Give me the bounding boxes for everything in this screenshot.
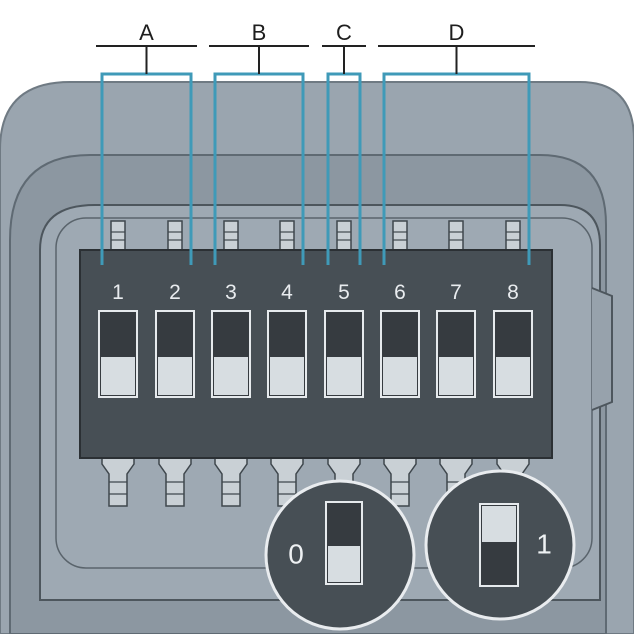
group-labels: A B C D [96, 20, 535, 47]
legend-on: 1 [424, 469, 576, 621]
top-pins [110, 220, 521, 252]
group-bracket [382, 47, 531, 265]
group-label: D [449, 20, 465, 45]
switch-number: 5 [338, 281, 350, 304]
switch-number: 4 [281, 281, 293, 304]
switch-number: 3 [225, 281, 237, 304]
dip-switch[interactable]: 6 [380, 281, 420, 398]
switch-number: 2 [169, 281, 181, 304]
switch-block [79, 249, 553, 459]
top-pin [505, 220, 521, 252]
group-bracket [213, 47, 305, 265]
switch-knob [496, 357, 530, 395]
switch-knob [101, 357, 135, 395]
dip-switch[interactable]: 8 [493, 281, 533, 398]
top-pin [167, 220, 183, 252]
group-bracket [326, 47, 362, 265]
legend-on-label: 1 [536, 528, 552, 559]
group-label-block: B [209, 20, 309, 47]
switch-knob [327, 357, 361, 395]
dip-switch[interactable]: 2 [155, 281, 195, 398]
switch-number: 8 [507, 281, 519, 304]
switch-knob [439, 357, 473, 395]
group-bracket [100, 47, 193, 265]
side-latch [591, 287, 613, 411]
group-label-block: D [378, 20, 535, 47]
top-pin [392, 220, 408, 252]
switch-knob [383, 357, 417, 395]
dip-switch[interactable]: 3 [211, 281, 251, 398]
bottom-pin [383, 457, 417, 507]
top-pin [336, 220, 352, 252]
switch-number: 1 [112, 281, 124, 304]
bottom-pin [101, 457, 135, 507]
dip-switch[interactable]: 7 [436, 281, 476, 398]
group-label-block: A [96, 20, 197, 47]
switch-knob [214, 357, 248, 395]
dip-switch[interactable]: 5 [324, 281, 364, 398]
top-pin [223, 220, 239, 252]
top-pin [448, 220, 464, 252]
top-pin [110, 220, 126, 252]
bottom-pin [158, 457, 192, 507]
group-label: B [252, 20, 267, 45]
dip-switch[interactable]: 1 [98, 281, 138, 398]
legend-on-knob [482, 506, 516, 542]
switch-number: 6 [394, 281, 406, 304]
legend-off-knob [328, 546, 360, 582]
switch-row: 1 2 3 4 5 6 7 8 [98, 281, 533, 398]
group-label: C [336, 20, 352, 45]
dip-switch[interactable]: 4 [267, 281, 307, 398]
bottom-pin [214, 457, 248, 507]
group-label: A [139, 20, 154, 45]
switch-number: 7 [450, 281, 462, 304]
top-pin [279, 220, 295, 252]
switch-knob [158, 357, 192, 395]
legend-off: 0 [264, 479, 416, 631]
switch-knob [270, 357, 304, 395]
group-label-block: C [322, 20, 366, 47]
legend-off-label: 0 [288, 538, 304, 569]
group-brackets [100, 47, 531, 265]
